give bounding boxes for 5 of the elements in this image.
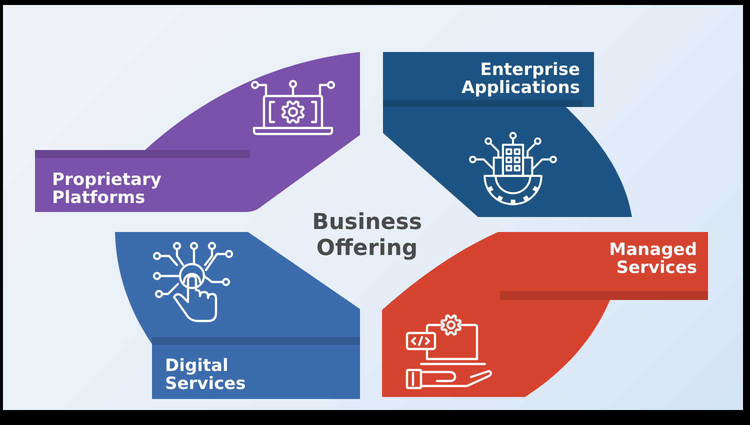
segment-label: Digital Services [165, 357, 246, 393]
segment-label: Enterprise Applications [461, 61, 580, 97]
segment-label: Managed Services [609, 241, 697, 277]
center-heading: Business Offering [312, 210, 422, 262]
segment-label: Proprietary Platforms [52, 171, 162, 207]
